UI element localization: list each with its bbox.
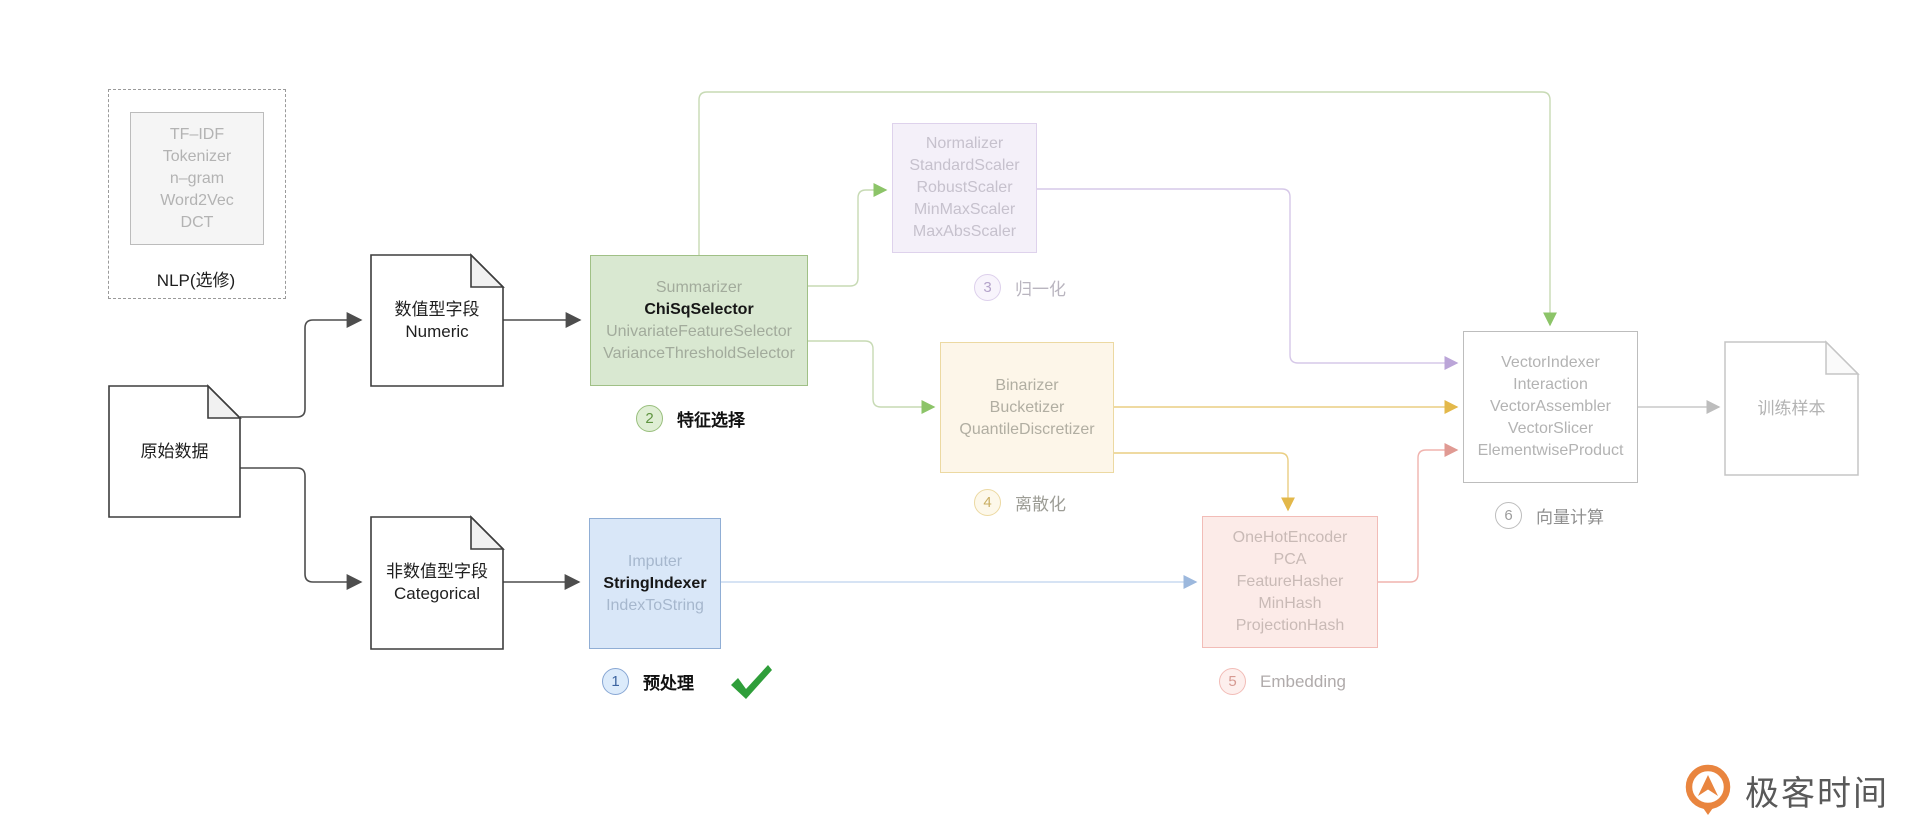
stage-item: IndexToString bbox=[606, 596, 704, 614]
stage-item: StandardScaler bbox=[909, 157, 1020, 174]
stage-item: VarianceThresholdSelector bbox=[603, 344, 795, 362]
stage-item: PCA bbox=[1273, 551, 1307, 568]
normalization-box: Normalizer StandardScaler RobustScaler M… bbox=[892, 123, 1037, 253]
vector-compute-box: VectorIndexer Interaction VectorAssemble… bbox=[1463, 331, 1638, 483]
stage-label-embedding: 5 Embedding bbox=[1219, 668, 1346, 695]
stage-number-badge: 2 bbox=[636, 405, 663, 432]
stage-number-badge: 5 bbox=[1219, 668, 1246, 695]
numeric-doc-label: 数值型字段 Numeric bbox=[371, 255, 503, 386]
stage-label-feature-selection: 2 特征选择 bbox=[636, 405, 745, 432]
doc-text: 原始数据 bbox=[140, 441, 209, 461]
stage-label-text: Embedding bbox=[1260, 671, 1347, 691]
stage-item: UnivariateFeatureSelector bbox=[606, 322, 792, 340]
stage-label-normalization: 3 归一化 bbox=[974, 274, 1066, 301]
connector-raw-branches bbox=[240, 312, 582, 590]
nlp-box: TF–IDF Tokenizer n–gram Word2Vec DCT bbox=[130, 112, 264, 245]
nlp-caption: NLP(选修) bbox=[156, 271, 236, 290]
connector-green bbox=[698, 91, 1557, 414]
stage-label-text: 归一化 bbox=[1015, 280, 1066, 299]
numeric-doc-shape bbox=[370, 253, 505, 387]
geektime-logo: 极客时间 bbox=[1684, 764, 1889, 816]
doc-text: Categorical bbox=[394, 584, 480, 603]
feature-selection-box: Summarizer ChiSqSelector UnivariateFeatu… bbox=[590, 255, 808, 386]
geektime-logo-icon bbox=[1685, 764, 1731, 815]
nlp-item: Word2Vec bbox=[160, 191, 234, 209]
stage-item: ProjectionHash bbox=[1235, 617, 1345, 634]
stage-label-text: 向量计算 bbox=[1536, 508, 1604, 527]
stage-item: VectorAssembler bbox=[1490, 398, 1611, 415]
stage-label-vector-compute: 6 向量计算 bbox=[1495, 502, 1604, 529]
stage-number-badge: 4 bbox=[974, 489, 1001, 516]
stage-item: ElementwiseProduct bbox=[1477, 442, 1624, 459]
stage-item: QuantileDiscretizer bbox=[959, 420, 1095, 438]
doc-text: 训练样本 bbox=[1757, 398, 1826, 418]
stage-item: MinMaxScaler bbox=[913, 201, 1016, 218]
stage-item: MaxAbsScaler bbox=[912, 223, 1017, 240]
raw-data-doc-shape bbox=[108, 384, 242, 518]
connector-purple bbox=[1037, 188, 1459, 370]
embedding-box: OneHotEncoder PCA FeatureHasher MinHash … bbox=[1202, 516, 1378, 648]
raw-data-doc-label: 原始数据 bbox=[109, 386, 240, 517]
doc-text: Numeric bbox=[405, 321, 469, 341]
doc-text: 非数值型字段 bbox=[386, 562, 488, 581]
stage-item: OneHotEncoder bbox=[1232, 529, 1348, 546]
stage-item: RobustScaler bbox=[916, 179, 1013, 196]
nlp-item: DCT bbox=[180, 213, 214, 231]
stage-label-discretization: 4 离散化 bbox=[974, 489, 1066, 516]
stage-item: Interaction bbox=[1513, 376, 1588, 393]
geektime-logo-text: 极客时间 bbox=[1745, 774, 1889, 813]
nlp-item: TF–IDF bbox=[169, 125, 225, 143]
check-icon bbox=[731, 664, 772, 699]
nlp-item: Tokenizer bbox=[162, 147, 232, 165]
stage-item: StringIndexer bbox=[603, 574, 707, 592]
connector-yellow bbox=[1114, 400, 1459, 512]
preprocess-box: Imputer StringIndexer IndexToString bbox=[589, 518, 721, 649]
discretization-box: Binarizer Bucketizer QuantileDiscretizer bbox=[940, 342, 1114, 473]
stage-label-text: 特征选择 bbox=[677, 411, 745, 430]
stage-item: Bucketizer bbox=[989, 398, 1065, 416]
stage-number-badge: 3 bbox=[974, 274, 1001, 301]
training-samples-doc-shape bbox=[1724, 340, 1860, 476]
stage-label-preprocess: 1 预处理 bbox=[602, 664, 774, 699]
stage-number-badge: 1 bbox=[602, 668, 629, 695]
stage-label-text: 预处理 bbox=[643, 674, 694, 693]
categorical-doc-shape bbox=[370, 515, 505, 650]
connector-pink bbox=[1378, 443, 1459, 583]
stage-number-badge: 6 bbox=[1495, 502, 1522, 529]
stage-item: MinHash bbox=[1258, 595, 1322, 612]
doc-text: 数值型字段 bbox=[394, 299, 480, 319]
stage-item: ChiSqSelector bbox=[644, 300, 754, 318]
stage-item: FeatureHasher bbox=[1236, 573, 1344, 590]
stage-label-text: 离散化 bbox=[1015, 495, 1066, 514]
stage-item: Normalizer bbox=[925, 135, 1004, 152]
stage-item: Binarizer bbox=[995, 376, 1059, 394]
stage-item: VectorSlicer bbox=[1507, 420, 1594, 437]
stage-item: VectorIndexer bbox=[1501, 354, 1600, 371]
training-samples-doc-label: 训练样本 bbox=[1725, 342, 1858, 475]
stage-item: Summarizer bbox=[655, 278, 743, 296]
nlp-item: n–gram bbox=[169, 169, 225, 187]
stage-item: Imputer bbox=[627, 552, 683, 570]
categorical-doc-label: 非数值型字段 Categorical bbox=[371, 517, 503, 649]
